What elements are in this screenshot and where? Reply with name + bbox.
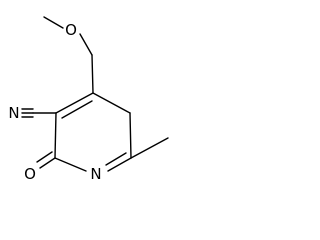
- carbonyl-oxygen-label: O: [24, 165, 36, 183]
- bond-c3-c4: [55, 92, 94, 114]
- bond-c4-c5: [92, 92, 131, 114]
- bond-n1-c2: [54, 157, 87, 172]
- bond-c6-n1: [107, 157, 132, 172]
- bond-c2-oxygen: [39, 157, 56, 169]
- atom-labels: O N N O: [8, 21, 101, 183]
- bond-methyl-oxygen: [43, 16, 64, 29]
- bond-oxygen-methylene: [79, 33, 93, 56]
- bond-c3-c4-double: [61, 100, 93, 119]
- bond-methylene-c4: [91, 54, 94, 94]
- bond-c2-oxygen-double: [36, 151, 53, 163]
- bond-c6-n1-double: [105, 152, 127, 166]
- bonds: [21, 16, 169, 172]
- nitrile-nitrogen-label: N: [8, 104, 19, 122]
- methoxy-oxygen-label: O: [65, 21, 77, 39]
- bond-c2-c3: [54, 112, 57, 159]
- chemical-structure: O N N O: [8, 16, 169, 183]
- bond-c5-c6: [129, 112, 132, 159]
- bond-c6-methyl: [130, 137, 169, 159]
- ring-nitrogen-label: N: [90, 165, 101, 183]
